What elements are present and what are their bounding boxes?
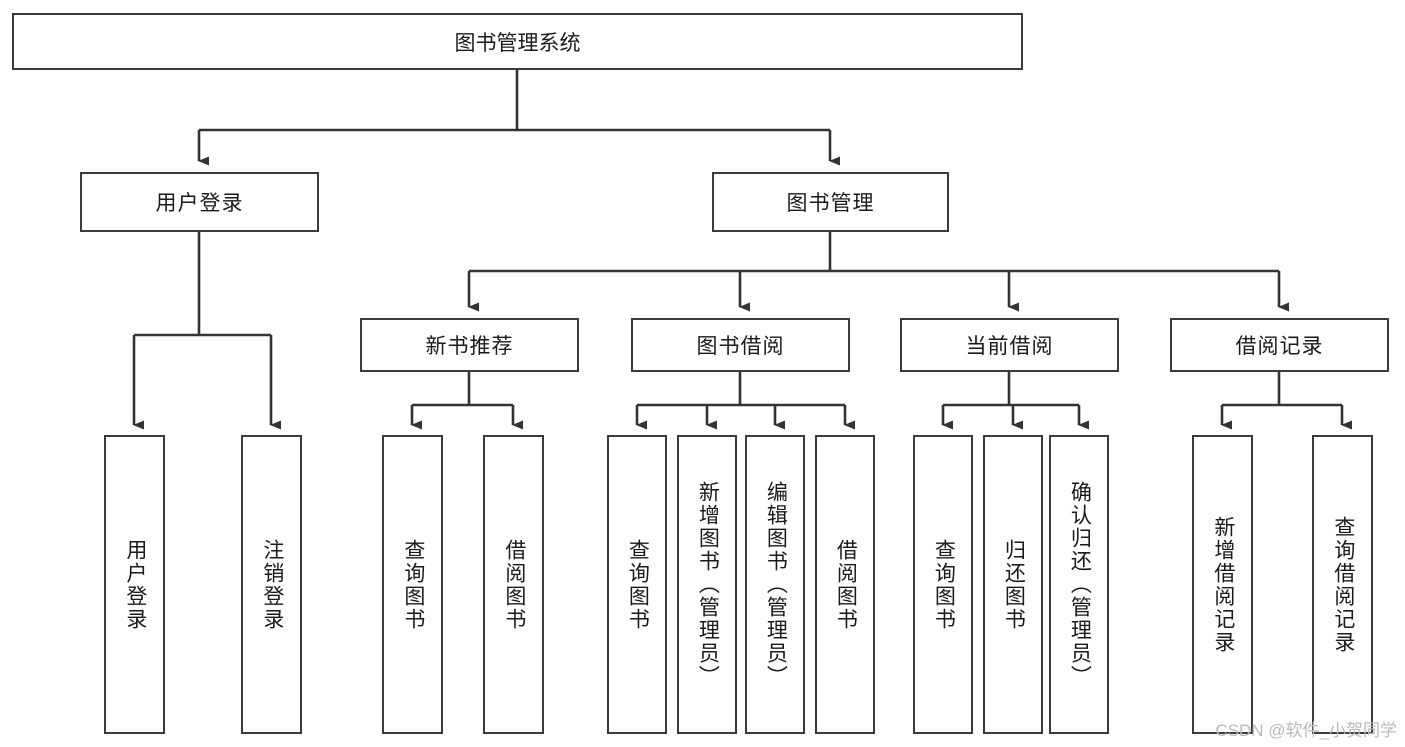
node-user-login-label: 用户登录	[155, 192, 244, 215]
leaf-borrow-query-book[interactable]: 查询图书	[607, 435, 667, 734]
leaf-current-return-book[interactable]: 归还图书	[983, 435, 1043, 734]
watermark: CSDN @软件_小贺同学	[1215, 721, 1397, 740]
node-book-borrow[interactable]: 图书借阅	[631, 318, 850, 372]
leaf-user-login-logout[interactable]: 注销登录	[241, 435, 302, 734]
leaf-label: 新增借阅记录	[1211, 515, 1235, 654]
node-book-management[interactable]: 图书管理	[712, 172, 949, 232]
leaf-recommend-borrow-book[interactable]: 借阅图书	[483, 435, 544, 734]
node-new-book-recommend[interactable]: 新书推荐	[360, 318, 579, 372]
leaf-label: 新增图书（管理员）	[696, 481, 720, 688]
leaf-borrow-add-book-admin[interactable]: 新增图书（管理员）	[677, 435, 737, 734]
node-book-borrow-label: 图书借阅	[696, 335, 785, 358]
leaf-label: 查询图书	[626, 538, 650, 631]
node-current-borrow-label: 当前借阅	[965, 335, 1054, 358]
leaf-borrow-borrow-book[interactable]: 借阅图书	[815, 435, 875, 734]
leaf-label: 编辑图书（管理员）	[764, 481, 788, 688]
leaf-label: 注销登录	[260, 538, 284, 631]
leaf-label: 查询借阅记录	[1331, 515, 1355, 654]
leaf-label: 归还图书	[1002, 538, 1026, 631]
leaf-label: 查询图书	[932, 538, 956, 631]
node-root[interactable]: 图书管理系统	[12, 13, 1023, 70]
leaf-current-confirm-return-admin[interactable]: 确认归还（管理员）	[1049, 435, 1109, 734]
leaf-record-add-record[interactable]: 新增借阅记录	[1192, 435, 1253, 734]
node-borrow-record-label: 借阅记录	[1235, 335, 1324, 358]
leaf-user-login-login[interactable]: 用户登录	[104, 435, 165, 734]
leaf-record-query-record[interactable]: 查询借阅记录	[1312, 435, 1373, 734]
leaf-current-query-book[interactable]: 查询图书	[913, 435, 973, 734]
leaf-label: 查询图书	[401, 538, 425, 631]
leaf-recommend-query-book[interactable]: 查询图书	[382, 435, 443, 734]
leaf-label: 借阅图书	[502, 538, 526, 631]
leaf-borrow-edit-book-admin[interactable]: 编辑图书（管理员）	[745, 435, 805, 734]
node-root-label: 图书管理系统	[454, 31, 581, 55]
node-new-book-recommend-label: 新书推荐	[425, 335, 514, 358]
leaf-label: 确认归还（管理员）	[1068, 481, 1092, 688]
leaf-label: 借阅图书	[834, 538, 858, 631]
node-borrow-record[interactable]: 借阅记录	[1170, 318, 1389, 372]
node-current-borrow[interactable]: 当前借阅	[900, 318, 1119, 372]
leaf-label: 用户登录	[123, 538, 147, 631]
node-user-login[interactable]: 用户登录	[80, 172, 319, 232]
node-book-management-label: 图书管理	[786, 192, 875, 215]
